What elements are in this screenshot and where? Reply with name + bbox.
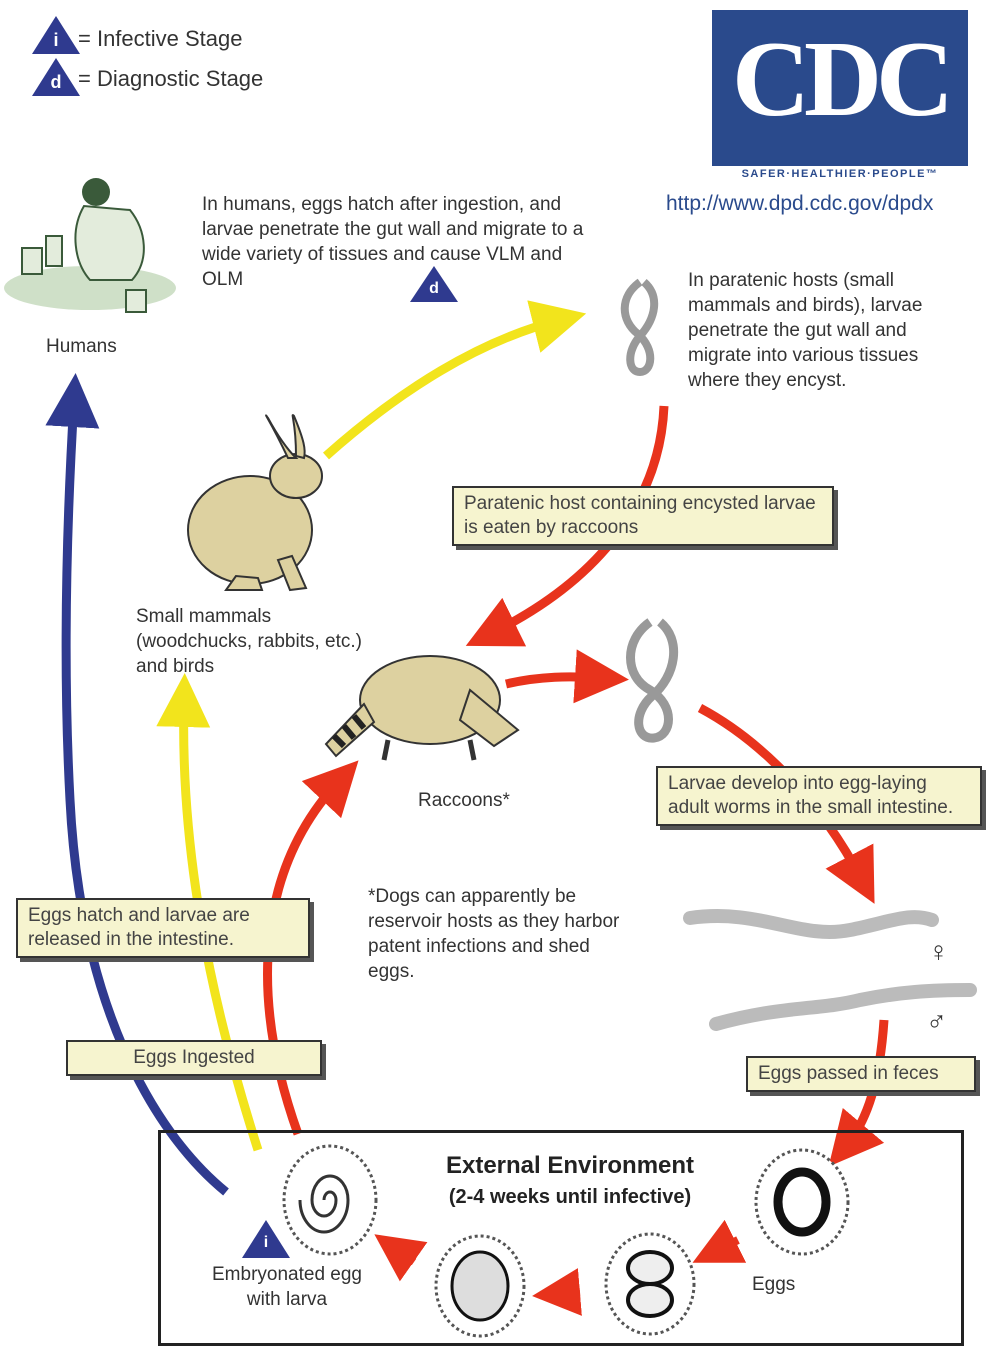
- external-environment-title: External Environment: [390, 1152, 750, 1180]
- box-paratenic-eaten: Paratenic host containing encysted larva…: [452, 486, 834, 546]
- dogs-note: *Dogs can apparently be reservoir hosts …: [368, 884, 638, 984]
- paratenic-larva-illustration: [625, 282, 654, 372]
- intestinal-larva-illustration: [631, 622, 674, 738]
- eggs-label: Eggs: [752, 1272, 795, 1297]
- cdc-url-link[interactable]: http://www.dpd.cdc.gov/dpdx: [666, 192, 933, 216]
- human-illustration: [4, 178, 176, 312]
- legend-infective-symbol: i: [48, 30, 64, 51]
- cdc-logo-letters: CDC: [712, 18, 968, 142]
- box-larvae-develop: Larvae develop into egg-laying adult wor…: [656, 766, 982, 826]
- legend-infective-label: = Infective Stage: [78, 26, 243, 52]
- box-eggs-passed: Eggs passed in feces: [746, 1056, 976, 1092]
- raccoons-label: Raccoons*: [418, 788, 510, 813]
- humans-label: Humans: [46, 334, 117, 359]
- rabbit-illustration: [188, 415, 322, 590]
- humans-note: In humans, eggs hatch after ingestion, a…: [202, 192, 602, 292]
- cdc-logo: CDC SAFER·HEALTHIER·PEOPLE™: [712, 10, 968, 182]
- female-symbol: ♀: [928, 936, 949, 968]
- arrow-to-paratenic: [326, 320, 560, 456]
- male-symbol: ♂: [926, 1006, 947, 1038]
- legend-diagnostic-symbol: d: [48, 72, 64, 93]
- embryonated-egg-label: Embryonated egg with larva: [212, 1262, 362, 1312]
- embryonated-infective-symbol: i: [258, 1234, 274, 1252]
- box-eggs-ingested: Eggs Ingested: [66, 1040, 322, 1076]
- legend-diagnostic-label: = Diagnostic Stage: [78, 66, 263, 92]
- small-mammals-label: Small mammals (woodchucks, rabbits, etc.…: [136, 604, 376, 679]
- humans-diagnostic-symbol: d: [426, 280, 442, 298]
- paratenic-note: In paratenic hosts (small mammals and bi…: [688, 268, 948, 393]
- cdc-tagline: SAFER·HEALTHIER·PEOPLE™: [712, 166, 968, 182]
- external-environment-subtitle: (2-4 weeks until infective): [390, 1186, 750, 1209]
- box-eggs-hatch: Eggs hatch and larvae are released in th…: [16, 898, 310, 958]
- arrow-raccoon-to-larva: [506, 677, 602, 684]
